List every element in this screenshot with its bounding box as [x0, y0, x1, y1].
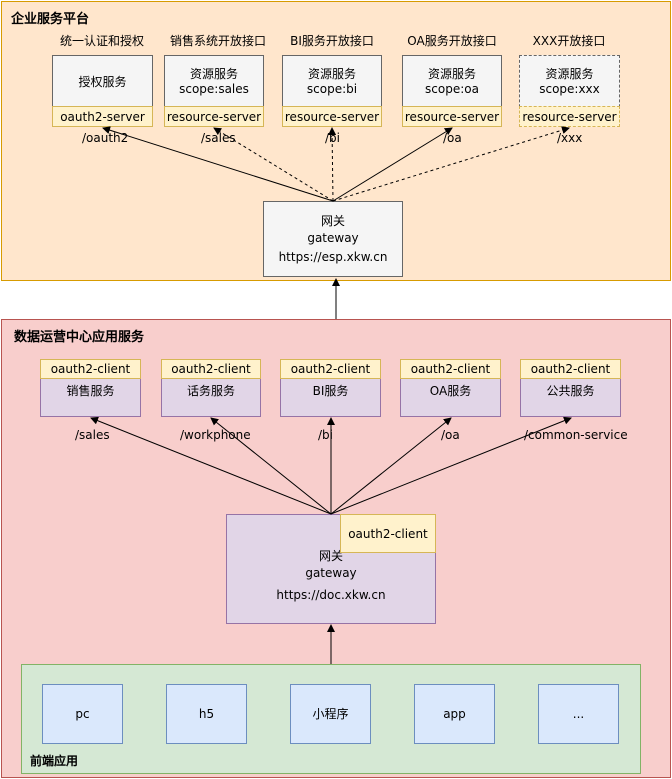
edge-doc-to-common	[330, 416, 572, 515]
app-more[interactable]: ...	[538, 684, 619, 744]
heading-xxx-api: XXX开放接口	[532, 34, 606, 48]
path-oauth2: /oauth2	[82, 131, 129, 145]
bi-client-name: BI服务	[312, 384, 349, 398]
xxx-resource-label: 资源服务	[545, 67, 594, 81]
common-client-name: 公共服务	[546, 384, 595, 398]
xxx-scope-label: scope:xxx	[539, 82, 600, 96]
frontend-title: 前端应用	[30, 754, 79, 768]
app-pc[interactable]: pc	[42, 684, 123, 744]
app-miniprogram-label: 小程序	[312, 706, 349, 721]
sales-client-tag: oauth2-client	[40, 359, 141, 379]
doc-gateway-url: https://doc.xkw.cn	[276, 588, 386, 602]
heading-sales-api: 销售系统开放接口	[169, 34, 266, 48]
sales-client-name: 销售服务	[66, 384, 115, 398]
path-xxx: /xxx	[557, 131, 583, 145]
app-app[interactable]: app	[414, 684, 495, 744]
esp-gateway-name: 网关	[320, 213, 345, 228]
edge-esp-to-auth	[102, 126, 334, 202]
edge-doc-to-oa	[330, 417, 452, 515]
edge-doc-to-sales	[90, 416, 332, 515]
oa-resource-server-tag: resource-server	[402, 106, 502, 127]
oa-scope-label: scope:oa	[425, 82, 479, 96]
esp-gateway-url: https://esp.xkw.cn	[278, 249, 388, 264]
path-sales-upper: /sales	[201, 131, 236, 145]
path-oa-lower: /oa	[441, 428, 460, 442]
doc-gateway-en: gateway	[305, 566, 357, 580]
path-sales-lower: /sales	[75, 428, 110, 442]
path-workphone: /workphone	[180, 428, 251, 442]
oa-client-tag: oauth2-client	[400, 359, 501, 379]
path-bi-lower: /bi	[318, 428, 333, 442]
enterprise-platform-title: 企业服务平台	[11, 12, 90, 27]
ops-center-title: 数据运营中心应用服务	[14, 330, 145, 345]
workphone-client-name: 话务服务	[186, 384, 235, 398]
edge-esp-to-sales	[213, 127, 334, 202]
auth-service-label: 授权服务	[78, 74, 127, 89]
esp-gateway-en: gateway	[307, 230, 359, 245]
edge-esp-to-xxx	[332, 126, 570, 202]
oa-client-name: OA服务	[429, 384, 472, 398]
app-h5-label: h5	[198, 706, 215, 721]
heading-auth: 统一认证和授权	[59, 34, 144, 48]
app-h5[interactable]: h5	[166, 684, 247, 744]
sales-scope-label: scope:sales	[179, 82, 249, 96]
bi-scope-label: scope:bi	[306, 82, 358, 96]
heading-oa-api: OA服务开放接口	[407, 34, 497, 48]
bi-resource-server-tag: resource-server	[282, 106, 382, 127]
sales-resource-server-tag: resource-server	[164, 106, 264, 127]
heading-bi-api: BI服务开放接口	[290, 34, 374, 48]
app-pc-label: pc	[75, 706, 90, 721]
sales-resource-label: 资源服务	[189, 67, 238, 81]
esp-gateway-box[interactable]: 网关 gateway https://esp.xkw.cn	[263, 201, 403, 277]
doc-gateway-client-tag: oauth2-client	[340, 514, 436, 553]
bi-resource-label: 资源服务	[307, 67, 356, 81]
path-common-service: /common-service	[524, 428, 628, 442]
workphone-client-tag: oauth2-client	[161, 359, 261, 379]
doc-gateway-name: 网关	[318, 549, 343, 563]
app-app-label: app	[443, 706, 466, 721]
app-more-label: ...	[572, 706, 585, 721]
edge-esp-to-oa	[332, 127, 453, 202]
edge-doc-to-workphone	[210, 417, 332, 515]
oa-resource-label: 资源服务	[427, 67, 476, 81]
edge-esp-to-bi	[328, 127, 337, 202]
bi-client-tag: oauth2-client	[280, 359, 381, 379]
app-miniprogram[interactable]: 小程序	[290, 684, 371, 744]
common-client-tag: oauth2-client	[520, 359, 621, 379]
